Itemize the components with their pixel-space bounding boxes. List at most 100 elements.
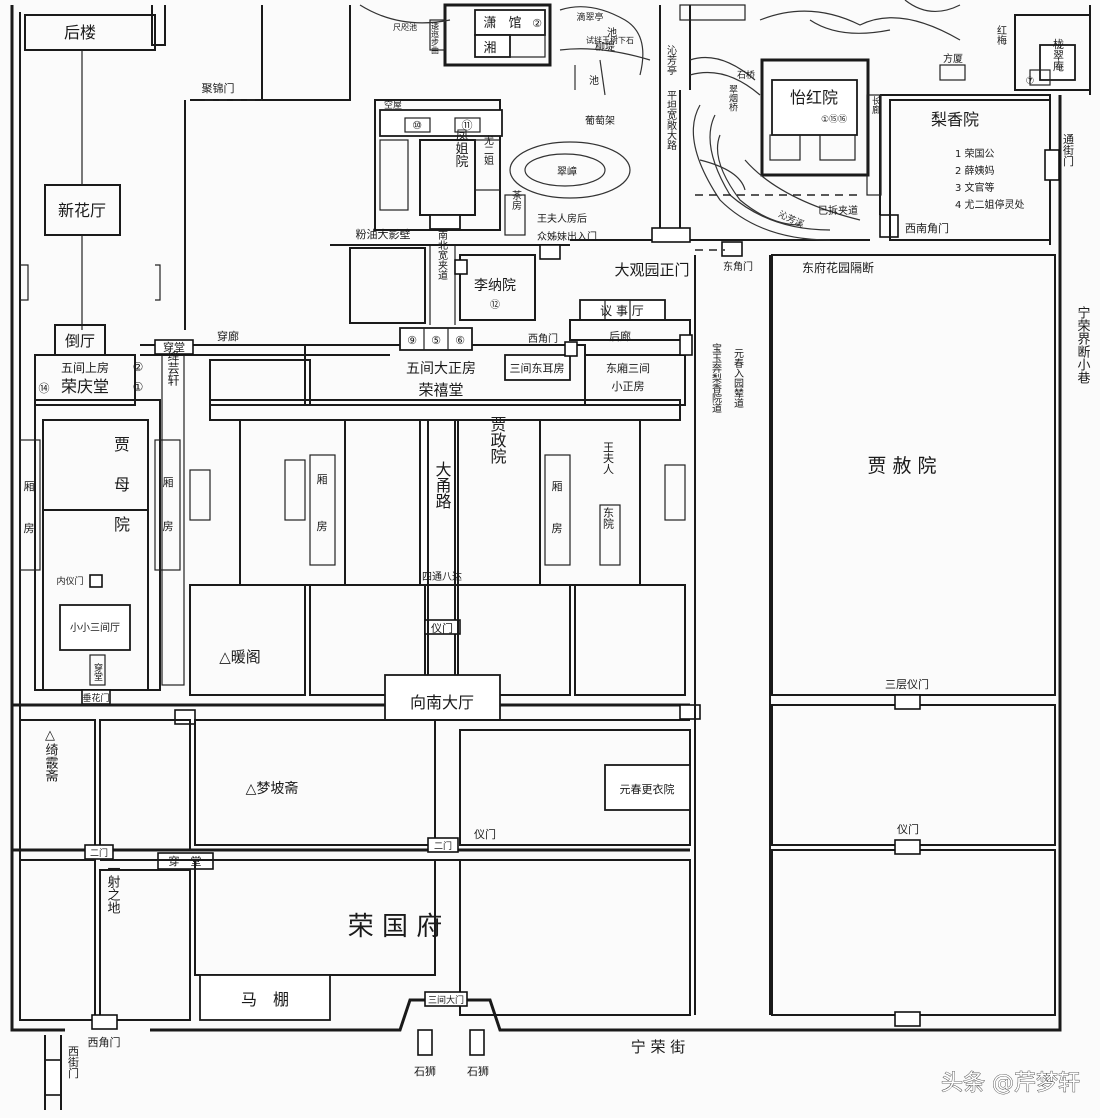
label-mu: 母	[114, 475, 130, 494]
label-yi-shi-ting: 议 事 厅	[600, 304, 644, 318]
label-hou-lang: 后廊	[609, 329, 631, 343]
dashed-paths	[205, 99, 860, 251]
label-xiang-4: 厢	[552, 480, 563, 493]
label-ning-rong-jie: 宁 荣 街	[631, 1038, 686, 1056]
label-num-5: ⑤	[431, 334, 441, 347]
label-di-cui-ting: 滴翠亭	[576, 11, 603, 23]
label-num-14: ⑭	[39, 382, 50, 395]
boundary-walls	[10, 5, 1091, 1032]
label-shi-shi-1: 石狮	[414, 1065, 436, 1078]
label-er-men-2: 二门	[434, 840, 452, 852]
label-nei-yi-men: 内仪门	[56, 575, 83, 587]
label-fang-2: 房	[163, 520, 174, 533]
label-fen-you-da-ying-bi: 粉油大影壁	[356, 227, 411, 241]
label-num-1: ①	[133, 380, 144, 394]
label-num-10: ⑩	[412, 119, 422, 132]
label-chuan-tang-small: 穿堂	[92, 662, 103, 681]
label-nan-bei-kuan-jia-dao: 南北宽夹道	[436, 229, 448, 280]
label-lx-3: 3 文官等	[955, 181, 995, 194]
label-pu-tao-jia: 葡萄架	[585, 114, 615, 127]
label-xiao-1: 潇	[483, 16, 496, 31]
label-ning-rong-jie-duan: 宁荣界断小巷	[1075, 305, 1091, 384]
label-chuan-tang-mid: 穿 堂	[169, 854, 202, 868]
label-yi-chai-jia-dao: 已拆夹道	[818, 204, 858, 217]
label-num-12: ⑫	[490, 299, 500, 311]
label-qin-fang-xi: 沁芳溪	[776, 208, 806, 230]
label-fang-3: 房	[317, 520, 328, 533]
label-xi-jie-men: 西街门	[67, 1046, 80, 1080]
label-hong-mei: 红梅	[995, 24, 1007, 46]
label-chi-2: 池	[589, 74, 599, 87]
label-dong-fu-hua-yuan-ge-duan: 东府花园隔断	[802, 260, 874, 275]
label-chi-shang: 尺咫池	[393, 22, 417, 32]
label-dao-bu-qu: 逶迤步曲	[431, 21, 440, 55]
label-xi-jiao-men: 西角门	[88, 1035, 121, 1049]
label-shi-ban-yu-shu: 试拌玉树下石	[586, 35, 634, 45]
label-chuan-tang-top: 穿堂	[163, 340, 185, 354]
label-fang-1: 房	[24, 522, 35, 535]
label-xiang-2: 厢	[163, 476, 174, 489]
label-jia: 贾	[114, 435, 130, 454]
label-xin-hua-ting: 新花厅	[58, 201, 106, 220]
label-qi-xia-zhai: △绮霰斋	[43, 728, 59, 782]
label-kong-wu: 空屋	[384, 99, 402, 111]
label-xi-jiao-men-2: 西角门	[528, 332, 558, 345]
garden-water	[359, 0, 961, 241]
label-cha-fang: 茶房	[510, 189, 522, 211]
label-dao-ting: 倒厅	[65, 332, 95, 350]
label-yuan: 院	[114, 515, 130, 534]
label-guan: 馆	[508, 16, 521, 31]
label-xi-nan-jiao-men: 西南角门	[905, 221, 949, 235]
label-ju-jin-men: 聚锦门	[202, 81, 235, 95]
label-tong-jie-men: 通街门	[1062, 133, 1075, 167]
label-ma-peng: 马 棚	[241, 990, 289, 1009]
label-yi-men-2: 仪门	[474, 827, 496, 841]
label-cui-zhang: 翠嶂	[557, 165, 577, 178]
label-yi-men: 仪门	[431, 621, 453, 635]
label-er-men: 二门	[90, 847, 108, 859]
label-chi-1: 池	[607, 26, 617, 39]
label-rong-guo-fu: 荣 国 府	[348, 912, 443, 942]
label-si-tong-ba-da: 四通八达	[422, 571, 462, 583]
label-hou-lou: 后楼	[64, 23, 96, 42]
label-num-2: ②	[133, 360, 144, 374]
label-li-xiang-yuan: 梨香院	[931, 110, 979, 129]
label-shi-shi-2: 石狮	[467, 1065, 489, 1078]
label-jia-zheng-yuan: 贾政院	[488, 416, 507, 465]
label-xiao-2: 湘	[483, 41, 496, 56]
map-labels: 后楼 聚锦门 新花厅 倒厅 五间上房 荣庆堂 ② ① ⑭ 绛芸轩 穿堂 穿廊 贾…	[24, 11, 1091, 1079]
label-num-6: ⑥	[455, 334, 465, 347]
label-num-11: ⑪	[462, 119, 473, 132]
label-fang-4: 房	[552, 522, 563, 535]
label-nuan-ge: △暖阁	[219, 648, 261, 666]
label-dong-jiao-men: 东角门	[723, 260, 753, 273]
label-xiao-xiao-san-jian-ting: 小小三间厅	[70, 621, 120, 634]
label-num-1-15-16: ①⑮⑯	[821, 114, 847, 125]
residential-blocks	[12, 3, 1091, 1110]
label-yi-hong-yuan: 怡红院	[790, 88, 838, 107]
label-you-er-jie: 尤二姐	[482, 134, 494, 166]
label-wang-fu-ren-fang-hou: 王夫人房后	[537, 212, 587, 225]
label-feng-jie-yuan: 凤姐院	[453, 129, 469, 168]
label-dong-yuan: 东院	[602, 507, 615, 529]
label-wu-jian-shang-fang: 五间上房	[61, 360, 109, 375]
label-qin-fang-ting: 沁芳亭	[665, 45, 677, 75]
label-lx-2: 2 薛姨妈	[955, 164, 995, 177]
label-shi-qiao: 石桥	[737, 69, 755, 81]
label-xiang-3: 厢	[317, 473, 328, 486]
label-rong-xi-tang: 荣禧堂	[418, 381, 463, 399]
label-num-2b: ②	[532, 17, 542, 30]
label-rong-qing-tang: 荣庆堂	[61, 377, 109, 396]
label-wang-fu-ren: 王夫人	[602, 442, 615, 475]
label-long-cui-an: 栊翠庵	[1052, 37, 1065, 72]
label-yuan-chun-ru-yuan: 元春入园辇道	[732, 348, 744, 408]
label-san-jian-da-men: 三间大门	[428, 994, 464, 1006]
label-da-yong-lu: 大甬路	[433, 461, 452, 509]
label-zhong-zi-mei: 众姊妹出入门	[537, 230, 597, 243]
label-liu-di: 柳堤	[595, 40, 615, 53]
label-xiao-zheng-fang: 小正房	[612, 380, 645, 393]
label-yi-men-3: 仪门	[897, 822, 919, 836]
label-chui-hua-men: 垂花门	[82, 692, 109, 704]
label-meng-po-zhai: △梦坡斋	[246, 780, 299, 797]
